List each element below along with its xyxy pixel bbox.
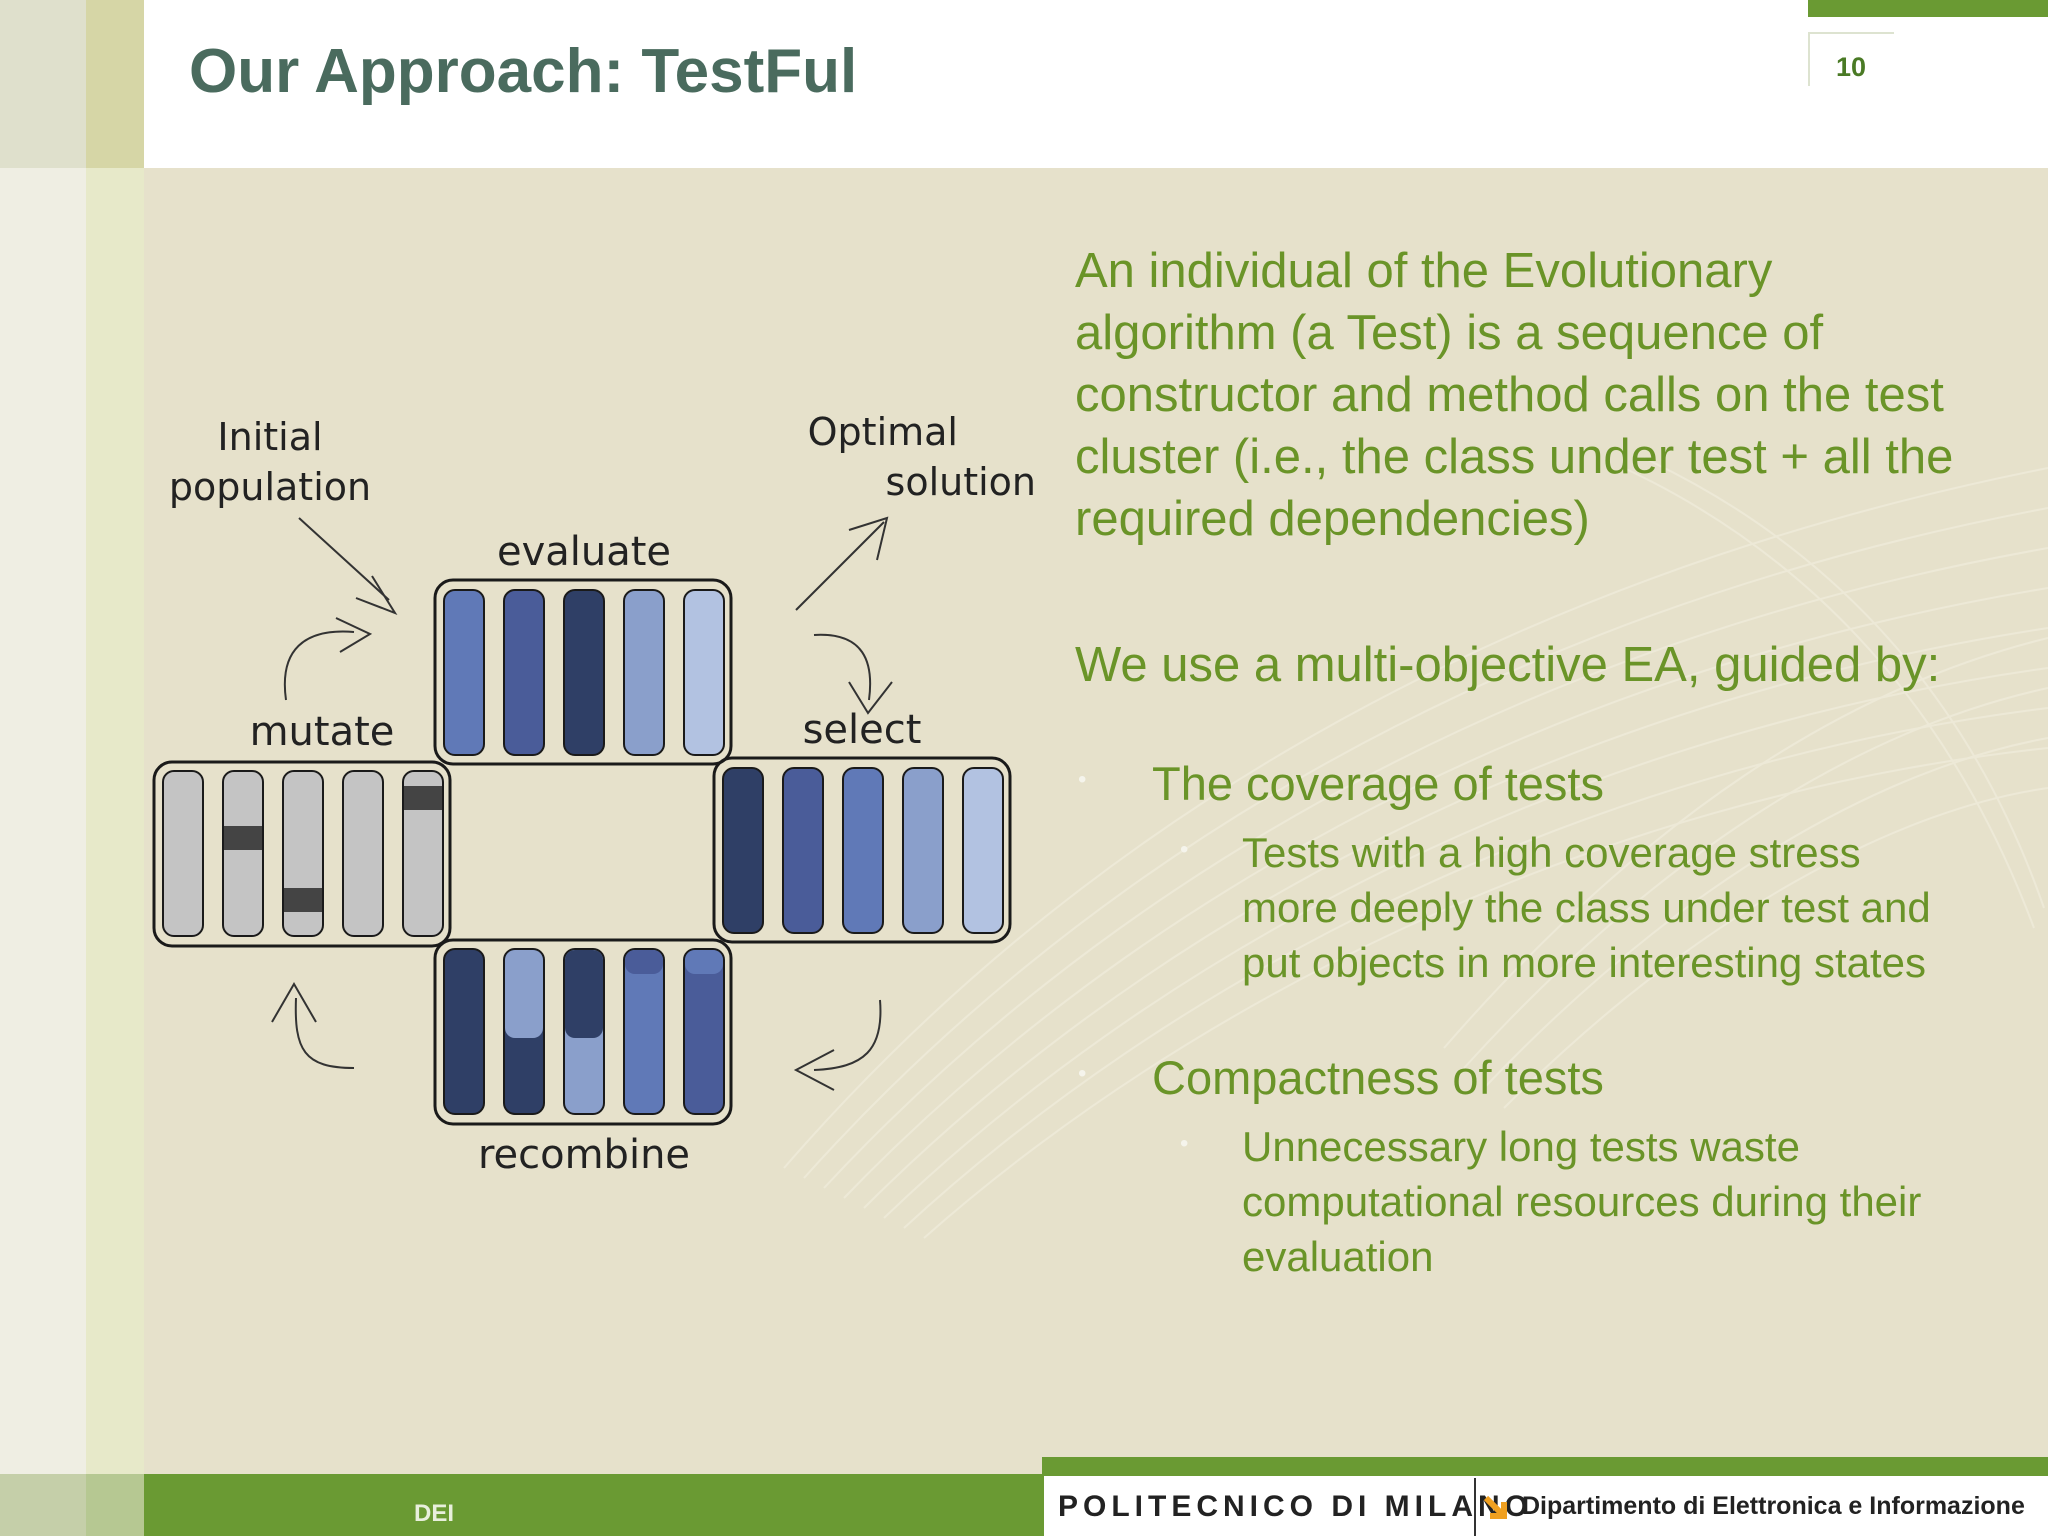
paragraph-line: constructor and method calls on the test (1075, 368, 1944, 422)
university-name: POLITECNICO DI MILANO (1058, 1490, 1533, 1523)
select-to-recombine-arrowhead (793, 1049, 835, 1091)
sub-bullet-dot: • (1180, 1130, 1189, 1157)
evaluate-label: evaluate (497, 529, 671, 575)
evaluate-population-frame (433, 578, 733, 766)
sub-bullet-dot: • (1180, 836, 1189, 863)
compactness-detail: Unnecessary long tests waste computation… (1242, 1119, 1921, 1284)
initial-population-arrow (298, 517, 390, 601)
detail-line: more deeply the class under test and (1242, 884, 1931, 931)
individual-paragraph: An individual of the Evolutionary algori… (1075, 240, 2035, 550)
bullet-dot: • (1078, 766, 1087, 793)
footer-logo-panel (1044, 1476, 2048, 1536)
evaluate-individual (443, 589, 485, 756)
select-individual (962, 767, 1004, 934)
coverage-detail: Tests with a high coverage stress more d… (1242, 825, 1931, 990)
recombine-segment (505, 950, 543, 1038)
mutate-individual (342, 770, 384, 937)
initial-population-label-line1: Initial (217, 415, 322, 459)
footer-dei-label: DEI (414, 1500, 455, 1527)
select-population-frame (712, 756, 1012, 944)
evaluate-to-select-arrowhead (848, 681, 893, 715)
mutation-marker (284, 888, 322, 912)
evaluate-individual (623, 589, 665, 756)
recombine-population-frame (433, 938, 733, 1126)
evaluate-individual (563, 589, 605, 756)
initial-population-arrowhead (355, 575, 398, 616)
recombine-to-mutate-arrow (294, 997, 355, 1069)
select-individual (842, 767, 884, 934)
slide-number: 10 (1835, 52, 1867, 82)
intro-line: We use a multi-objective EA, guided by: (1075, 638, 1941, 692)
slide-title: Our Approach: TestFul (189, 37, 858, 106)
select-label: select (803, 707, 922, 753)
mutation-marker (224, 826, 262, 850)
paragraph-line: algorithm (a Test) is a sequence of (1075, 306, 1824, 360)
initial-population-label-line2: population (169, 465, 371, 509)
recombine-individual (683, 948, 725, 1115)
mutation-marker (404, 786, 442, 810)
left-strip-inner-top (86, 0, 144, 168)
left-strip-inner (86, 0, 144, 1536)
select-individual (902, 767, 944, 934)
optimal-solution-label-line2: solution (886, 460, 1036, 504)
paragraph-line: An individual of the Evolutionary (1075, 244, 1773, 298)
detail-line: Tests with a high coverage stress (1242, 829, 1861, 876)
recombine-to-mutate-arrowhead (271, 982, 317, 1023)
evaluate-individual (503, 589, 545, 756)
recombine-segment (565, 950, 603, 1038)
mutate-label: mutate (250, 709, 395, 755)
mutate-population-frame (152, 760, 452, 948)
select-individual (782, 767, 824, 934)
detail-line: Unnecessary long tests waste (1242, 1123, 1800, 1170)
recombine-segment (625, 950, 663, 974)
mutate-to-evaluate-arrowhead (335, 617, 373, 653)
bullet-dot: • (1078, 1060, 1087, 1087)
recombine-individual (443, 948, 485, 1115)
mutate-individual (162, 770, 204, 937)
mutate-individual (402, 770, 444, 937)
left-strip-outer (0, 0, 86, 1536)
paragraph-line: required dependencies) (1075, 492, 1590, 546)
evaluate-individual (683, 589, 725, 756)
slide-number-frame (1808, 32, 1894, 86)
left-strip-outer-bottom (0, 1474, 86, 1536)
bullet-coverage: The coverage of tests (1152, 757, 1604, 810)
left-strip-outer-top (0, 0, 86, 168)
detail-line: put objects in more interesting states (1242, 939, 1927, 986)
detail-line: computational resources during their (1242, 1178, 1922, 1225)
footer-separator (1474, 1478, 1476, 1536)
department-arrow-icon (1483, 1495, 1507, 1519)
optimal-solution-arrowhead (848, 516, 889, 561)
slide-number-bar (1808, 0, 2048, 17)
paragraph-line: cluster (i.e., the class under test + al… (1075, 430, 1954, 484)
select-individual (722, 767, 764, 934)
left-strip-inner-bottom (86, 1474, 144, 1536)
recombine-segment (685, 950, 723, 974)
cycle-arrows (271, 516, 893, 1091)
footer-tab (1042, 1457, 2048, 1477)
bullet-compactness: Compactness of tests (1152, 1051, 1604, 1104)
background-swirl (783, 457, 2048, 1239)
mutate-individual (222, 770, 264, 937)
optimal-solution-arrow (795, 521, 885, 611)
optimal-solution-label-line1: Optimal (808, 410, 958, 454)
department-name: Dipartimento di Elettronica e Informazio… (1522, 1492, 2025, 1520)
detail-line: evaluation (1242, 1233, 1434, 1280)
select-to-recombine-arrow (813, 999, 882, 1071)
mutate-to-evaluate-arrow (283, 630, 355, 701)
slide-header (144, 0, 2048, 168)
recombine-individual (623, 948, 665, 1115)
evolutionary-cycle-diagram: Initial population Optimal solution eval… (152, 410, 1036, 1178)
recombine-label: recombine (478, 1132, 690, 1178)
evaluate-to-select-arrow (813, 633, 872, 701)
